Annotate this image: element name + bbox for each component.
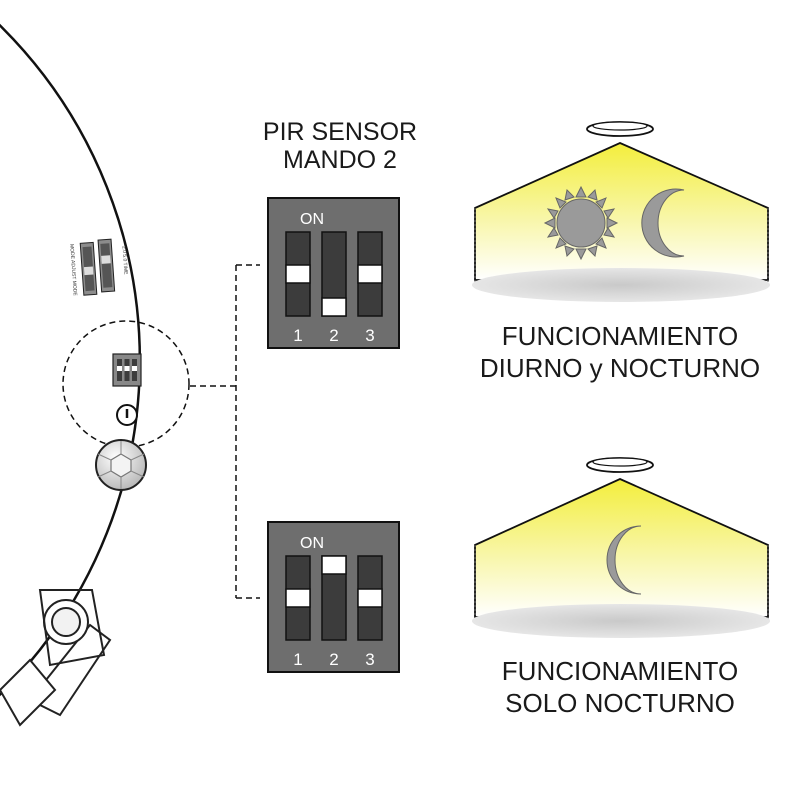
dip-top-slot-3 (357, 231, 383, 317)
dip-bottom-number-2: 2 (329, 650, 338, 669)
power-icon (116, 404, 138, 426)
dip-top-number-1: 1 (293, 326, 302, 345)
moon-icon (606, 525, 642, 595)
pcb-label-left: MODE ADJUST MODE (68, 244, 78, 297)
dip-bottom-slot-2 (321, 555, 347, 641)
dip-top-number-2: 2 (329, 326, 338, 345)
dip-top-slot-1 (285, 231, 311, 317)
scene-night-only (472, 457, 770, 638)
sensor-title-line1: PIR SENSOR (262, 118, 418, 146)
dip-top-slot-2 (321, 231, 347, 317)
light-beam (474, 142, 769, 281)
caption-night-only-line1: FUNCIONAMIENTO (501, 656, 739, 686)
dip-switch-bottom: ON 1 2 3 (267, 521, 400, 673)
dip-bottom-number-1: 1 (293, 650, 302, 669)
scene-day-night (472, 121, 770, 302)
dip-bottom-knob-1 (285, 588, 311, 608)
caption-night-only: FUNCIONAMIENTO SOLO NOCTURNO (450, 655, 790, 719)
dip-bottom-slot-1 (285, 555, 311, 641)
caption-day-night: FUNCIONAMIENTO DIURNO y NOCTURNO (450, 320, 790, 384)
pcb-dip-switch (112, 353, 142, 387)
dip-top-number-3: 3 (365, 326, 374, 345)
ceiling-lamp-icon (586, 457, 654, 473)
sensor-title: PIR SENSOR MANDO 2 (240, 118, 440, 174)
floor-ellipse (472, 604, 770, 638)
dip-switch-top: ON 1 2 3 (267, 197, 400, 349)
moon-icon (641, 188, 685, 258)
caption-night-only-line2: SOLO NOCTURNO (505, 688, 735, 718)
lamp-ring (0, 23, 142, 727)
pir-lens-icon (95, 439, 147, 491)
connector-lines (190, 264, 260, 599)
floor-ellipse (472, 268, 770, 302)
light-beam (474, 478, 769, 618)
dip-bottom-knob-3 (357, 588, 383, 608)
detail-circle (62, 320, 190, 448)
sun-icon (543, 185, 619, 261)
dip-top-knob-2 (321, 297, 347, 317)
sensor-title-line2: MANDO 2 (283, 146, 397, 174)
dip-bottom-slot-3 (357, 555, 383, 641)
dip-top-knob-3 (357, 264, 383, 284)
dip-top-knob-1 (285, 264, 311, 284)
dip-bottom-on-label: ON (300, 535, 324, 552)
dip-bottom-number-3: 3 (365, 650, 374, 669)
caption-day-night-line2: DIURNO y NOCTURNO (479, 353, 761, 383)
dip-bottom-knob-2 (321, 555, 347, 575)
pcb-switches: MODE ADJUST MODE 2.0 5.0 TIME (68, 238, 129, 297)
dip-top-on-label: ON (300, 211, 324, 228)
ring-connector (0, 589, 112, 727)
pcb-label-right: 2.0 5.0 TIME (121, 246, 129, 276)
caption-day-night-line1: FUNCIONAMIENTO (501, 321, 739, 351)
ceiling-lamp-icon (586, 121, 654, 137)
